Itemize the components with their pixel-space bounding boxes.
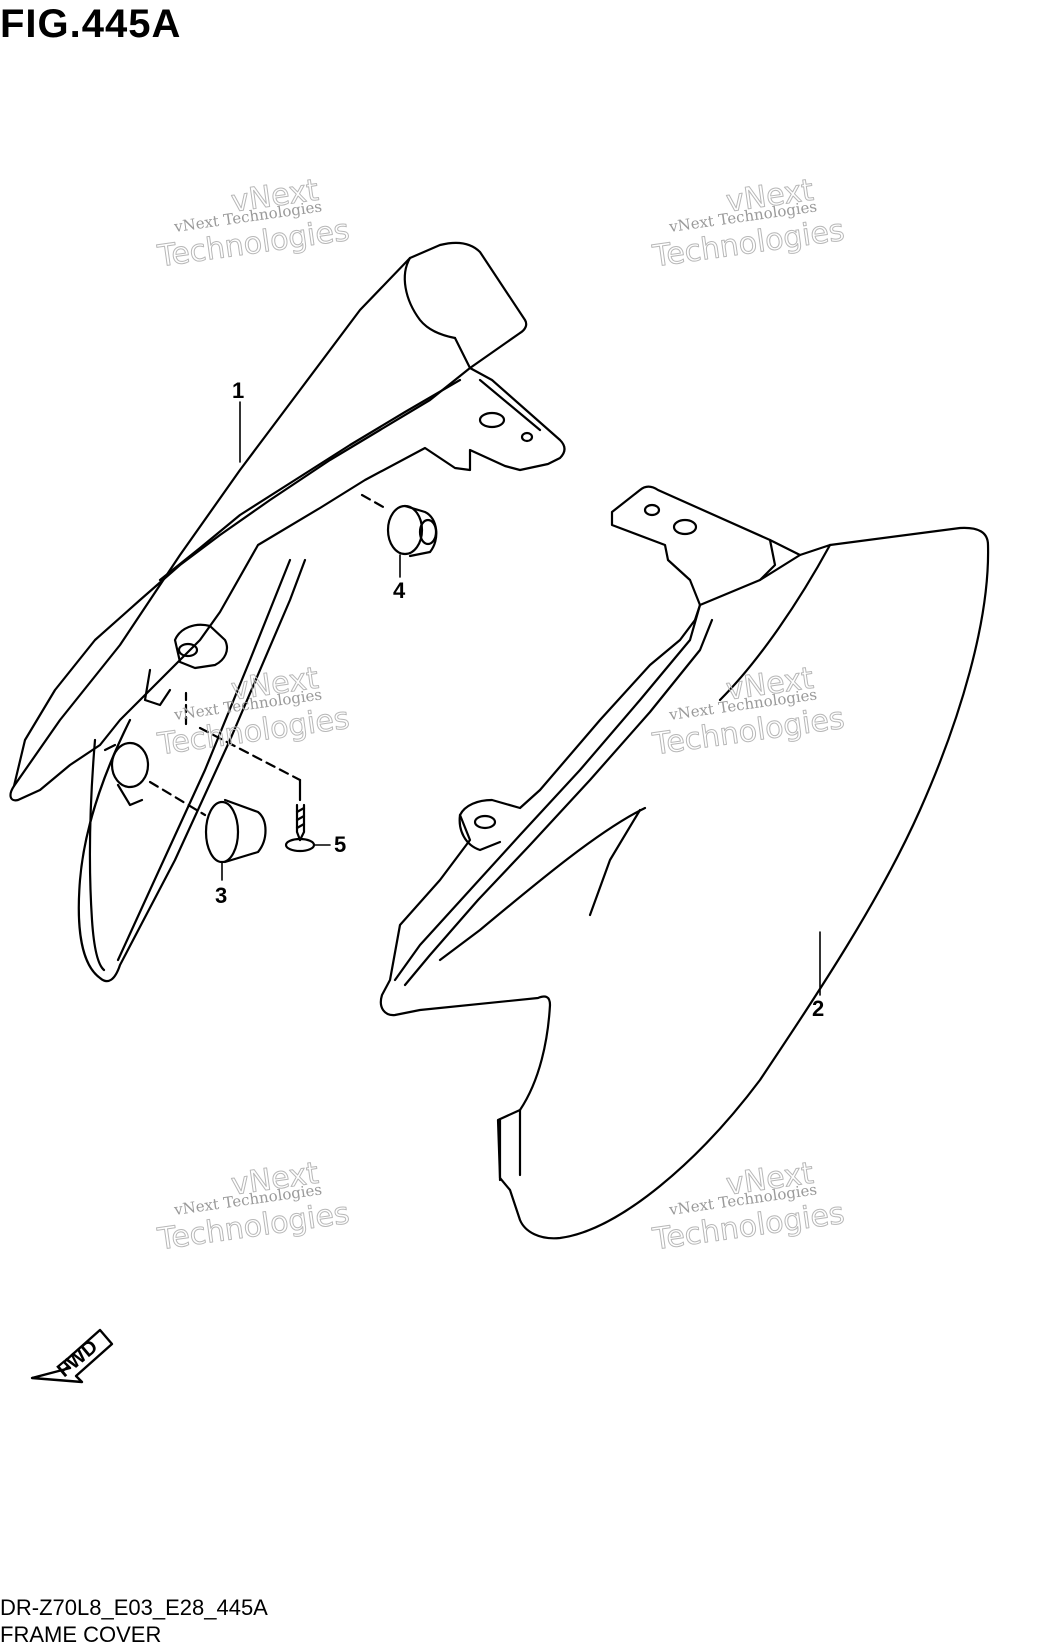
watermark-top-left: vNext Technologies Technologies vNext <box>154 172 352 275</box>
watermarks: vNext Technologies Technologies vNext vN… <box>154 172 847 1258</box>
callout-5: 5 <box>334 832 346 857</box>
diagram-code: DR-Z70L8_E03_E28_445A <box>0 1595 268 1620</box>
callouts <box>221 401 821 996</box>
callout-2: 2 <box>812 996 824 1021</box>
watermark-bottom-left: vNext Technologies Technologies vNext <box>154 1155 352 1258</box>
part-1-frame-cover <box>9 241 566 983</box>
callout-4: 4 <box>393 578 406 603</box>
fwd-arrow-icon: FWD <box>30 1328 114 1384</box>
diagram-name: FRAME COVER <box>0 1622 162 1647</box>
watermark-mid-left: vNext Technologies Technologies vNext <box>154 660 352 763</box>
watermark-top-right: vNext Technologies Technologies vNext <box>649 172 847 275</box>
part-4-grommet <box>360 493 438 558</box>
figure-title: FIG.445A <box>0 2 182 46</box>
callout-1: 1 <box>232 378 244 403</box>
callout-3: 3 <box>215 883 227 908</box>
part-2-side-cover <box>379 485 990 1240</box>
watermark-bottom-right: vNext Technologies Technologies vNext <box>649 1155 847 1258</box>
watermark-mid-right: vNext Technologies Technologies vNext <box>649 660 847 763</box>
